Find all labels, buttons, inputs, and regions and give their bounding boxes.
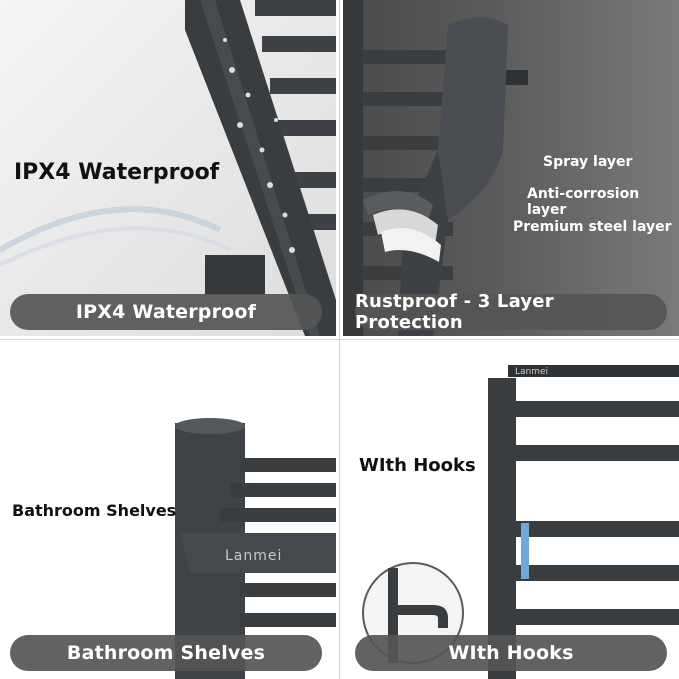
waterproof-illustration (0, 0, 336, 336)
waterproof-panel: IPX4 Waterproof IPX4 Waterproof (0, 0, 336, 336)
spray-layer-label: Spray layer (543, 154, 633, 170)
shelf-brand-mark: Lanmei (225, 548, 283, 564)
shelves-heading: Bathroom Shelves (12, 501, 177, 520)
rustproof-illustration (343, 0, 528, 336)
hooks-illustration (362, 365, 679, 679)
horizontal-rule (0, 339, 679, 340)
anti-corrosion-layer-label: Anti-corrosion layer (527, 186, 640, 218)
waterproof-heading: IPX4 Waterproof (14, 160, 220, 185)
shelves-panel: Lanmei Bathroom Shelves Bathroom Shelves (0, 343, 336, 679)
premium-steel-layer-label: Premium steel layer (513, 219, 672, 235)
hook-brand-mark: Lanmei (515, 367, 549, 377)
hooks-heading: WIth Hooks (359, 455, 476, 476)
hooks-panel: Lanmei WIth Hooks WIth Hooks (343, 343, 679, 679)
rustproof-pill-label: Rustproof - 3 Layer Protection (355, 291, 667, 333)
waterproof-pill-label: IPX4 Waterproof (10, 294, 322, 330)
shelves-pill-label: Bathroom Shelves (10, 635, 322, 671)
rustproof-panel: Spray layer Anti-corrosion layer Premium… (343, 0, 679, 336)
hooks-pill-label: WIth Hooks (355, 635, 667, 671)
